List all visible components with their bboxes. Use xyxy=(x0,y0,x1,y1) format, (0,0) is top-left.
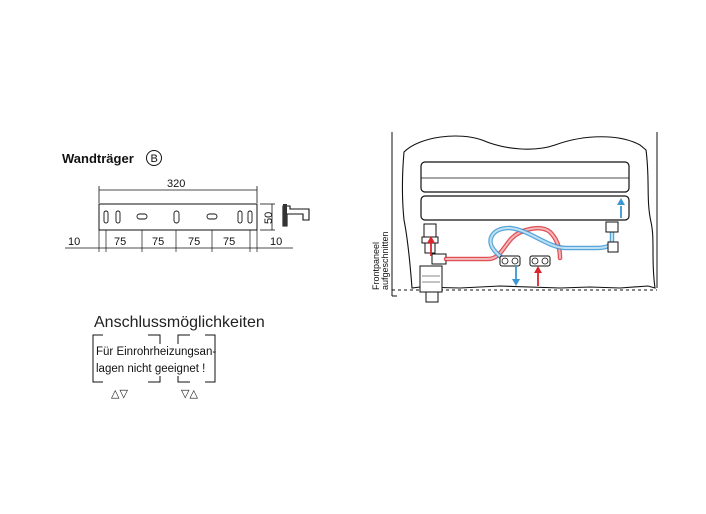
connection-note-line1: Für Einrohrheizungsan- xyxy=(96,346,216,358)
front-panel-label-1: Frontpaneel xyxy=(371,242,381,290)
segment-label-3: 75 xyxy=(152,236,164,248)
valve-body xyxy=(423,223,437,239)
installation-diagram: Frontpaneel aufgeschnitten xyxy=(371,132,658,303)
connection-heading: Anschlussmöglichkeiten xyxy=(94,314,265,331)
bracket-height-label: 50 xyxy=(263,212,275,224)
return-down-arrow-icon xyxy=(617,198,625,218)
supply-flow-arrow-icon xyxy=(534,266,542,286)
connection-note-line2: lagen nicht geeignet ! xyxy=(96,363,205,375)
bracket-rail xyxy=(98,203,258,231)
connection-box-left xyxy=(92,334,103,383)
thermostat-head xyxy=(419,265,443,293)
overall-width-label: 320 xyxy=(167,178,185,190)
segment-label-4: 75 xyxy=(188,236,200,248)
supply-pipe xyxy=(443,226,563,262)
connection-options-section: Anschlussmöglichkeiten Für Einrohrheizun… xyxy=(92,314,265,400)
segment-label-5: 75 xyxy=(223,236,235,248)
supply-up-arrow-icon xyxy=(427,236,435,256)
segment-label-2: 75 xyxy=(114,236,126,248)
segment-label-1: 10 xyxy=(68,236,80,248)
connection-symbols-left: △▽ xyxy=(111,387,128,400)
return-flow-arrow-icon xyxy=(512,266,520,286)
radiator-panel-bottom xyxy=(420,195,630,221)
front-panel-cutaway xyxy=(401,135,656,289)
floor-fitting-right xyxy=(529,255,551,267)
front-panel-label-2: aufgeschnitten xyxy=(380,231,390,290)
wall-bracket-section: Wandträger B 320 50 10 xyxy=(62,150,310,252)
floor-fitting-left xyxy=(499,255,521,267)
badge-letter: B xyxy=(151,153,158,165)
segment-label-6: 10 xyxy=(270,236,282,248)
badge-circle xyxy=(146,150,162,166)
connection-symbols-right: ▽△ xyxy=(181,387,198,400)
radiator-panel-top xyxy=(420,161,630,193)
wall-bracket-title: Wandträger xyxy=(62,151,134,166)
